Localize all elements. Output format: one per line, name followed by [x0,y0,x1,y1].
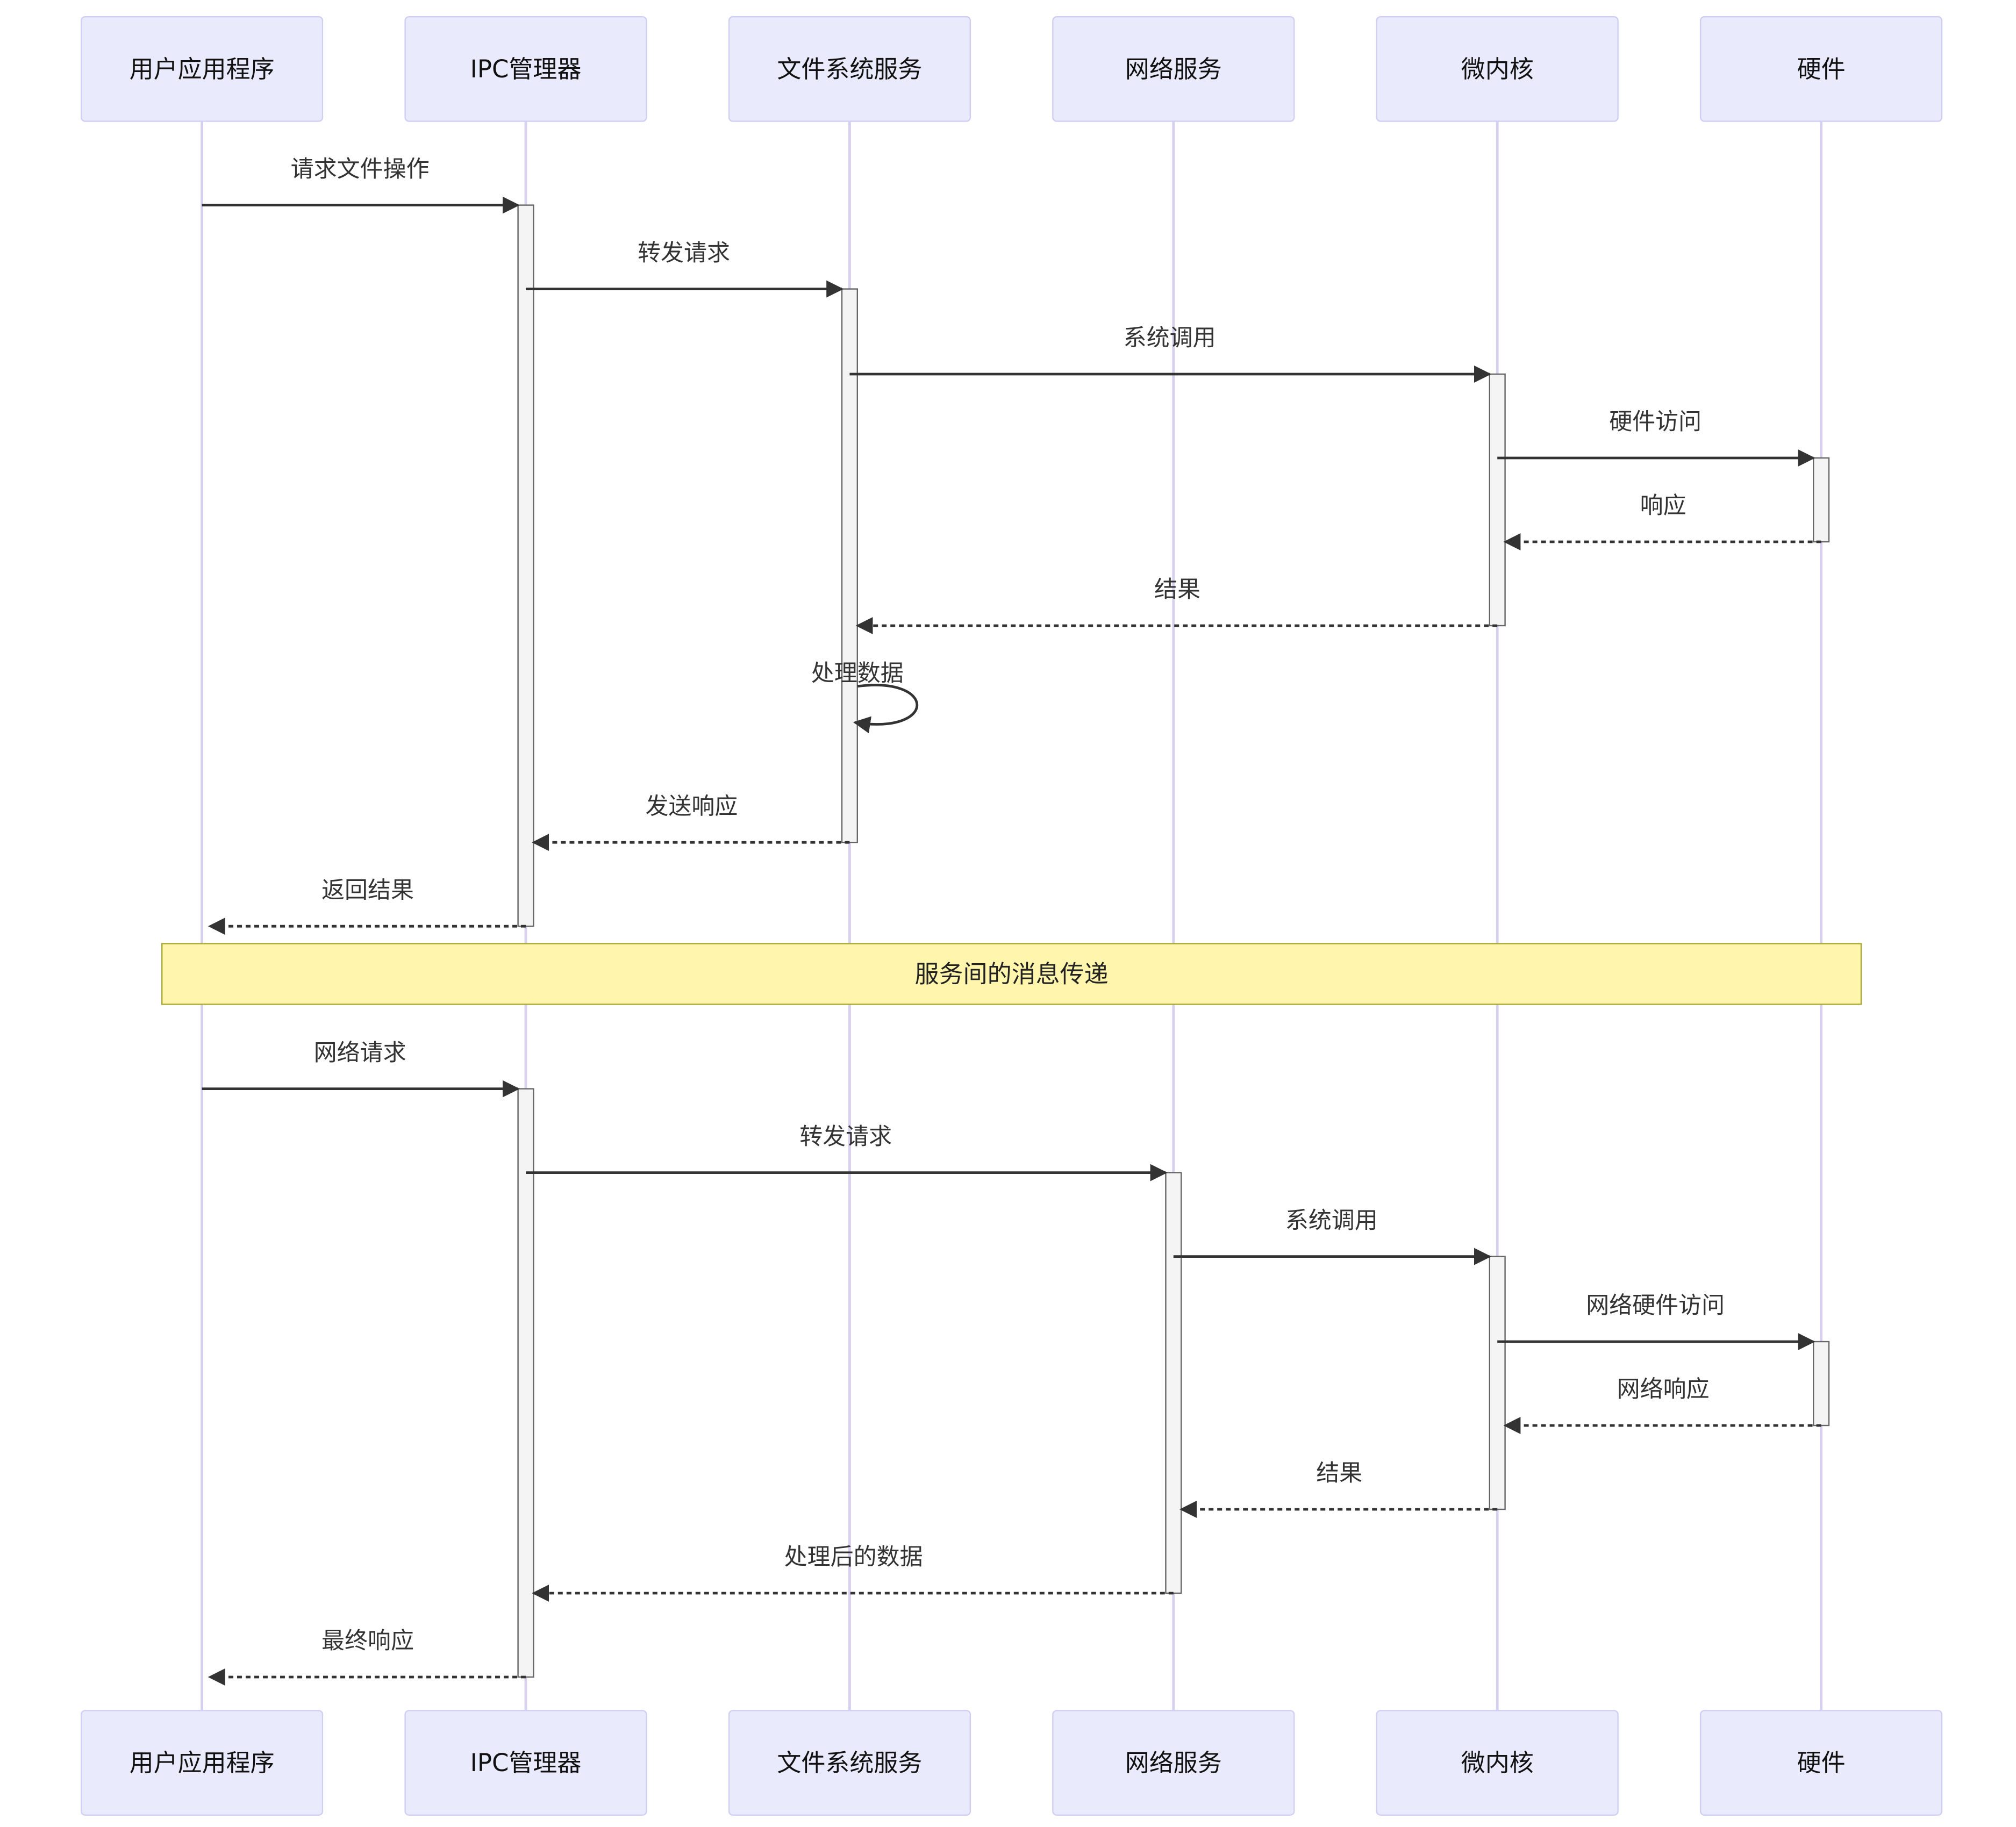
activation-bar-ipc [517,1088,534,1678]
participant-box [1376,1710,1619,1816]
message-17: 最终响应 [208,1628,526,1686]
message-arrow [853,684,919,734]
message-4: 响应 [1503,492,1821,550]
activation-bar-kernel [1489,1256,1506,1510]
activation-bar-kernel [1489,373,1506,627]
participant-hw-top: 硬件 [1699,16,1943,122]
participant-label: 微内核 [1461,55,1534,83]
participant-label: 网络服务 [1125,55,1222,83]
participant-user-bottom: 用户应用程序 [80,1710,324,1816]
participant-kernel-top: 微内核 [1376,16,1619,122]
participant-box [728,16,971,122]
message-11: 转发请求 [526,1123,1168,1181]
message-label: 结果 [1154,576,1200,603]
participant-box [404,16,647,122]
message-label: 网络请求 [314,1040,406,1066]
message-10: 网络请求 [202,1040,520,1098]
message-15: 结果 [1179,1460,1498,1518]
message-label: 网络硬件访问 [1586,1292,1725,1319]
activation-bar-hw [1812,1341,1830,1427]
participant-fs-bottom: 文件系统服务 [728,1710,971,1816]
message-14: 网络响应 [1503,1376,1821,1434]
message-label: 发送响应 [645,793,738,820]
participant-label: 硬件 [1797,1749,1846,1777]
message-7: 发送响应 [532,793,850,851]
activation-bar-fs [841,288,858,843]
message-3: 硬件访问 [1497,409,1815,467]
activation-bar-net [1165,1172,1182,1594]
activation-bar-ipc [517,204,534,927]
message-label: 系统调用 [1285,1207,1378,1234]
participant-label: 微内核 [1461,1749,1534,1777]
participant-net-top: 网络服务 [1052,16,1295,122]
participant-box [1699,1710,1943,1816]
message-16: 处理后的数据 [532,1544,1174,1602]
message-label: 转发请求 [638,240,730,267]
lifelines [201,121,1823,1711]
participant-label: 文件系统服务 [777,55,922,83]
participant-box [1376,16,1619,122]
message-8: 返回结果 [208,877,526,935]
message-0: 请求文件操作 [202,156,520,214]
message-2: 系统调用 [849,325,1492,383]
participant-box [1699,16,1943,122]
message-label: 返回结果 [321,877,414,904]
participant-label: 文件系统服务 [777,1749,922,1777]
participant-box [1052,16,1295,122]
participant-box [80,1710,324,1816]
message-label: 网络响应 [1617,1376,1710,1403]
participant-box [80,16,324,122]
participant-hw-bottom: 硬件 [1699,1710,1943,1816]
message-label: 请求文件操作 [291,156,430,183]
participant-user-top: 用户应用程序 [80,16,324,122]
note-box [161,943,1862,1005]
participant-box [404,1710,647,1816]
messages: 请求文件操作转发请求系统调用硬件访问响应结果处理数据发送响应返回结果服务间的消息… [161,156,1862,1686]
participant-label: IPC管理器 [470,55,582,83]
message-label: 转发请求 [799,1123,892,1150]
message-1: 转发请求 [526,240,844,298]
message-6: 处理数据 [811,660,919,734]
note: 服务间的消息传递 [161,943,1862,1005]
participant-label: 硬件 [1797,55,1846,83]
message-13: 网络硬件访问 [1497,1292,1815,1350]
participant-label: 用户应用程序 [130,55,275,83]
participant-fs-top: 文件系统服务 [728,16,971,122]
participant-label: 用户应用程序 [130,1749,275,1777]
message-label: 处理后的数据 [784,1544,923,1571]
message-label: 最终响应 [321,1628,414,1654]
message-12: 系统调用 [1173,1207,1492,1265]
message-label: 结果 [1316,1460,1362,1487]
participant-box [1052,1710,1295,1816]
message-label: 硬件访问 [1609,409,1702,435]
message-label: 响应 [1640,492,1686,519]
message-5: 结果 [855,576,1498,634]
participant-label: IPC管理器 [470,1749,582,1777]
participant-net-bottom: 网络服务 [1052,1710,1295,1816]
participant-ipc-bottom: IPC管理器 [404,1710,647,1816]
message-label: 系统调用 [1124,325,1216,352]
message-label: 处理数据 [811,660,904,687]
participant-kernel-bottom: 微内核 [1376,1710,1619,1816]
participants: 用户应用程序用户应用程序IPC管理器IPC管理器文件系统服务文件系统服务网络服务… [80,16,1943,1816]
participant-box [728,1710,971,1816]
activation-bar-hw [1812,457,1830,543]
note-label: 服务间的消息传递 [915,960,1109,988]
participant-label: 网络服务 [1125,1749,1222,1777]
participant-ipc-top: IPC管理器 [404,16,647,122]
